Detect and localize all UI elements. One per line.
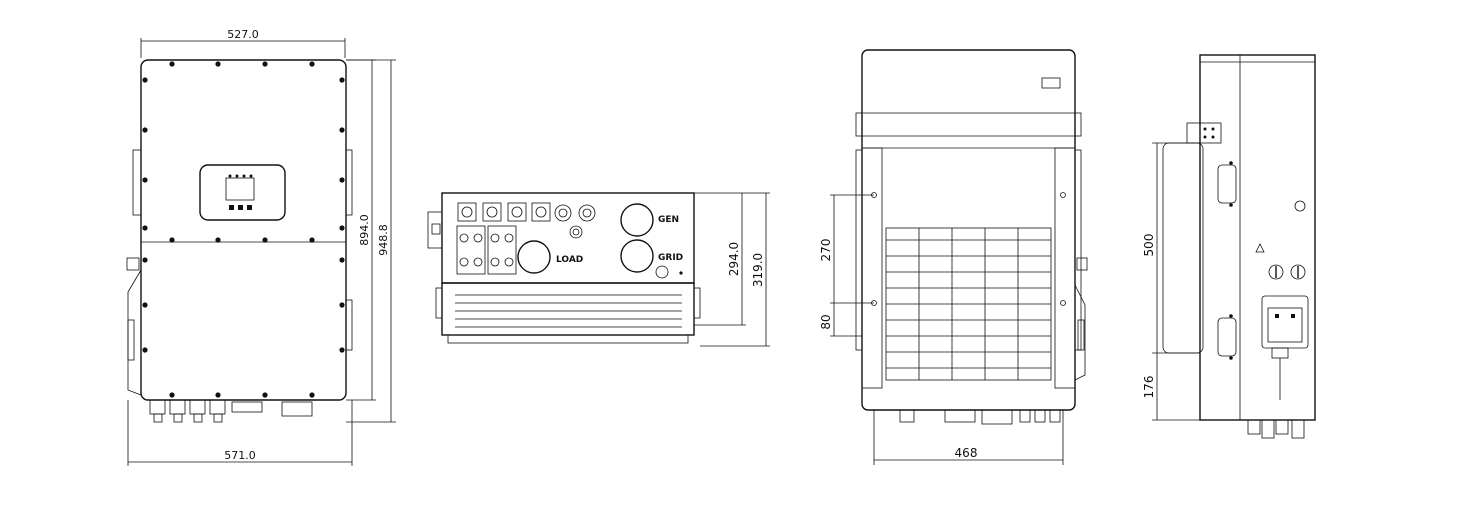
dimension-label-top-width: 527.0 bbox=[227, 28, 259, 41]
battery-terminals bbox=[457, 202, 596, 239]
front-bottom-connectors bbox=[149, 399, 313, 423]
dimension-top-width: 527.0 bbox=[140, 28, 346, 58]
label-gen: GEN bbox=[658, 215, 679, 225]
dimension-bottom-outer-height: 319.0 bbox=[700, 192, 770, 347]
dimension-label-bottom-outer-height: 319.0 bbox=[751, 253, 765, 287]
display-panel bbox=[199, 164, 286, 221]
side-mounting-bracket bbox=[1162, 142, 1204, 354]
side-switches bbox=[1261, 264, 1309, 400]
rear-body bbox=[861, 49, 1076, 411]
dimension-label-80: 80 bbox=[819, 314, 833, 329]
dimension-rear-width: 468 bbox=[873, 410, 1064, 465]
side-body bbox=[1199, 54, 1316, 421]
gen-gland bbox=[620, 203, 654, 237]
dimension-inner-height: 894.0 bbox=[346, 59, 376, 401]
pv-connectors bbox=[456, 225, 517, 275]
dimension-outer-height: 948.8 bbox=[346, 59, 396, 423]
left-knob bbox=[126, 257, 140, 271]
dimension-label-outer-height: 948.8 bbox=[377, 224, 390, 256]
dimension-label-bottom-inner-height: 294.0 bbox=[727, 242, 741, 276]
dimension-side-176: 176 bbox=[1142, 353, 1200, 421]
rear-right-rail bbox=[1054, 147, 1076, 389]
label-load: LOAD bbox=[556, 255, 583, 265]
right-handle bbox=[345, 149, 353, 216]
label-grid: GRID bbox=[658, 253, 683, 263]
dimension-bottom-inner-height: 294.0 bbox=[694, 192, 746, 326]
dimension-rear-270: 270 bbox=[819, 194, 874, 304]
side-handle-upper bbox=[1217, 164, 1237, 204]
heatsink bbox=[435, 282, 701, 344]
side-handle-lower bbox=[1217, 317, 1237, 357]
left-handle bbox=[132, 149, 142, 216]
rear-view: 270 80 468 bbox=[819, 49, 1088, 465]
rear-bottom-connectors bbox=[899, 409, 1061, 425]
front-bolts bbox=[142, 61, 345, 398]
grid-gland bbox=[620, 239, 654, 273]
side-bracket-top bbox=[1186, 122, 1222, 144]
dimension-label-176: 176 bbox=[1142, 376, 1156, 399]
dimension-bottom-width: 571.0 bbox=[127, 400, 353, 466]
side-bottom-connectors bbox=[1247, 419, 1305, 439]
dimension-label-500: 500 bbox=[1142, 234, 1156, 257]
side-view: 500 176 bbox=[1142, 54, 1316, 439]
bottom-view: LOAD GEN GRID 294.0 bbox=[427, 192, 770, 347]
front-view: 527.0 bbox=[126, 28, 396, 466]
dimension-label-inner-height: 894.0 bbox=[358, 214, 371, 246]
rear-heatsink bbox=[885, 227, 1052, 381]
front-body bbox=[140, 59, 347, 401]
dimension-label-bottom-width: 571.0 bbox=[224, 449, 256, 462]
dimension-rear-80: 80 bbox=[819, 303, 862, 337]
dimension-label-270: 270 bbox=[819, 239, 833, 262]
rear-left-rail bbox=[861, 147, 883, 389]
load-gland bbox=[517, 240, 551, 274]
dimension-side-500: 500 bbox=[1142, 142, 1200, 354]
dimension-label-468: 468 bbox=[955, 446, 978, 460]
